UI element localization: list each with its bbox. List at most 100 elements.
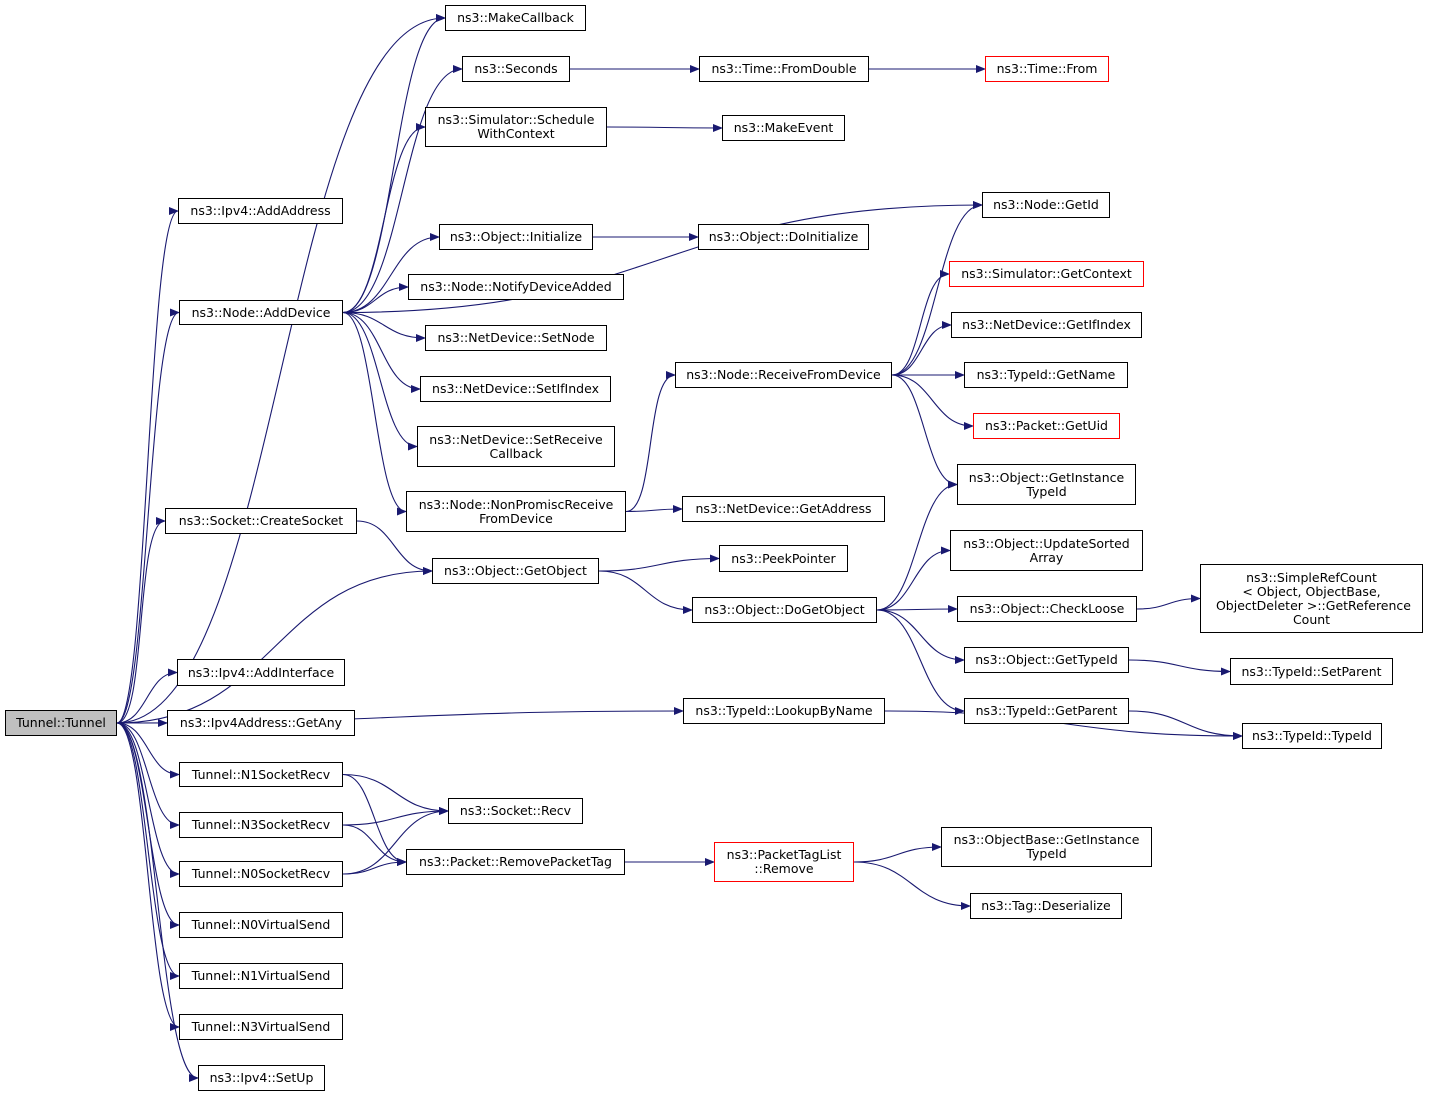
node-node-getid[interactable]: ns3::Node::GetId <box>982 192 1110 218</box>
edge-dogetobject-to-checkloose <box>876 605 958 614</box>
node-objectbase-getinstancetypeid[interactable]: ns3::ObjectBase::GetInstance TypeId <box>941 827 1152 867</box>
edge-adddevice-to-nodegetid <box>342 201 983 314</box>
node-object-initialize[interactable]: ns3::Object::Initialize <box>439 224 593 250</box>
edge-receivefromdevice-to-packetgetuid <box>891 374 974 430</box>
edge-dogetobject-to-updatesortedarray <box>876 546 951 611</box>
edge-root-to-makecallback <box>116 14 446 724</box>
node-time-from[interactable]: ns3::Time::From <box>985 56 1109 82</box>
edge-adddevice-to-seconds <box>342 65 463 314</box>
edge-receivefromdevice-to-getifindex <box>891 321 952 376</box>
node-node-adddevice[interactable]: ns3::Node::AddDevice <box>179 300 343 325</box>
edge-adddevice-to-nonpromisc <box>342 311 407 516</box>
node-object-getobject[interactable]: ns3::Object::GetObject <box>432 558 599 584</box>
edge-getobject-to-dogetobject <box>598 570 693 614</box>
node-packet-removepackettag[interactable]: ns3::Packet::RemovePacketTag <box>406 849 625 875</box>
edge-root-to-addaddress <box>116 207 179 724</box>
edge-receivefromdevice-to-getinstancetypeid <box>891 374 958 489</box>
node-node-receivefromdevice[interactable]: ns3::Node::ReceiveFromDevice <box>675 362 892 388</box>
edge-root-to-setup <box>116 722 199 1082</box>
node-typeid-getparent[interactable]: ns3::TypeId::GetParent <box>964 698 1129 724</box>
node-tunnel-n1socketrecv[interactable]: Tunnel::N1SocketRecv <box>179 762 343 787</box>
edge-checkloose-to-simplerefcount <box>1136 594 1201 610</box>
edge-packettaglistremove-to-tagdeserialize <box>853 861 971 910</box>
edge-layer <box>116 14 1243 1082</box>
node-object-dogetobject[interactable]: ns3::Object::DoGetObject <box>692 597 877 623</box>
edge-nonpromisc-to-receivefromdevice <box>625 371 676 513</box>
node-tunnel-n0socketrecv[interactable]: Tunnel::N0SocketRecv <box>179 861 343 887</box>
node-packettaglist-remove[interactable]: ns3::PacketTagList ::Remove <box>714 842 854 882</box>
node-packet-getuid[interactable]: ns3::Packet::GetUid <box>973 413 1120 439</box>
node-netdevice-getifindex[interactable]: ns3::NetDevice::GetIfIndex <box>951 312 1142 338</box>
edge-n3socketrecv-to-removepackettag <box>342 824 407 866</box>
edge-nonpromisc-to-getaddress <box>625 505 683 514</box>
edge-adddevice-to-setreceivecallback <box>342 311 418 451</box>
edge-receivefromdevice-to-nodegetid <box>891 201 983 376</box>
node-node-notifydeviceadded[interactable]: ns3::Node::NotifyDeviceAdded <box>408 274 624 300</box>
node-tunnel-n1virtualsend[interactable]: Tunnel::N1VirtualSend <box>179 963 343 989</box>
edge-root-to-n0socketrecv <box>116 722 180 878</box>
edge-n3socketrecv-to-socketrecv <box>342 807 449 826</box>
edge-n0socketrecv-to-socketrecv <box>342 807 449 875</box>
node-simplerefcount-getreferencecount[interactable]: ns3::SimpleRefCount < Object, ObjectBase… <box>1200 564 1423 633</box>
edge-dogetobject-to-getinstancetypeid <box>876 480 958 611</box>
node-object-doinitialize[interactable]: ns3::Object::DoInitialize <box>698 224 869 250</box>
node-ipv4-addinterface[interactable]: ns3::Ipv4::AddInterface <box>177 659 345 686</box>
edge-n1socketrecv-to-socketrecv <box>342 773 449 815</box>
edge-n0socketrecv-to-removepackettag <box>342 858 407 875</box>
node-typeid-typeid[interactable]: ns3::TypeId::TypeId <box>1242 723 1382 749</box>
node-simulator-schedulewithcontext[interactable]: ns3::Simulator::Schedule WithContext <box>425 107 607 147</box>
edge-root-to-n3virtualsend <box>116 722 180 1031</box>
node-peekpointer[interactable]: ns3::PeekPointer <box>719 545 848 572</box>
node-time-fromdouble[interactable]: ns3::Time::FromDouble <box>699 56 869 82</box>
edge-adddevice-to-objinitialize <box>342 233 440 314</box>
edge-getparent-to-typeidtypeid <box>1128 710 1243 740</box>
edge-adddevice-to-notifydeviceadded <box>342 283 409 314</box>
node-socket-createsocket[interactable]: ns3::Socket::CreateSocket <box>165 508 357 534</box>
edge-root-to-adddevice <box>116 308 180 724</box>
node-netdevice-setifindex[interactable]: ns3::NetDevice::SetIfIndex <box>420 376 611 402</box>
edge-getobject-to-peekpointer <box>598 554 720 572</box>
edge-packettaglistremove-to-objbasegetinstancetypeid <box>853 843 942 863</box>
node-tunnel-n3virtualsend[interactable]: Tunnel::N3VirtualSend <box>179 1014 343 1040</box>
edge-objgettypeid-to-setparent <box>1128 659 1231 676</box>
node-object-updatesortedarray[interactable]: ns3::Object::UpdateSorted Array <box>950 530 1143 571</box>
edge-receivefromdevice-to-simgetcontext <box>891 270 950 376</box>
edge-n1socketrecv-to-removepackettag <box>342 773 407 866</box>
edge-root-to-n3socketrecv <box>116 722 180 829</box>
node-tag-deserialize[interactable]: ns3::Tag::Deserialize <box>970 893 1122 919</box>
node-object-checkloose[interactable]: ns3::Object::CheckLoose <box>957 596 1137 622</box>
edge-adddevice-to-setnode <box>342 311 426 342</box>
edge-adddevice-to-makecallback <box>342 14 446 314</box>
node-object-gettypeid[interactable]: ns3::Object::GetTypeId <box>964 647 1129 673</box>
edge-root-to-n1socketrecv <box>116 722 180 779</box>
node-netdevice-setreceivecallback[interactable]: ns3::NetDevice::SetReceive Callback <box>417 426 615 467</box>
node-makeevent[interactable]: ns3::MakeEvent <box>722 115 845 141</box>
node-object-getinstancetypeid[interactable]: ns3::Object::GetInstance TypeId <box>957 464 1136 505</box>
node-typeid-setparent[interactable]: ns3::TypeId::SetParent <box>1230 658 1393 685</box>
node-tunnel-tunnel: Tunnel::Tunnel <box>5 710 117 736</box>
edge-dogetobject-to-getparent <box>876 609 965 715</box>
node-seconds[interactable]: ns3::Seconds <box>462 56 570 82</box>
edge-adddevice-to-schedulewithcontext <box>342 123 426 314</box>
node-netdevice-getaddress[interactable]: ns3::NetDevice::GetAddress <box>682 496 885 522</box>
node-typeid-lookupbyname[interactable]: ns3::TypeId::LookupByName <box>683 698 885 724</box>
node-tunnel-n3socketrecv[interactable]: Tunnel::N3SocketRecv <box>179 812 343 838</box>
edge-createsocket-to-getobject <box>356 520 433 575</box>
node-simulator-getcontext[interactable]: ns3::Simulator::GetContext <box>949 261 1144 287</box>
node-typeid-getname[interactable]: ns3::TypeId::GetName <box>964 362 1128 388</box>
edge-schedulewithcontext-to-makeevent <box>606 123 723 132</box>
edge-root-to-createsocket <box>116 517 166 724</box>
edge-dogetobject-to-objgettypeid <box>876 609 965 664</box>
edge-adddevice-to-setifindex <box>342 311 421 393</box>
node-tunnel-n0virtualsend[interactable]: Tunnel::N0VirtualSend <box>179 912 343 938</box>
node-netdevice-setnode[interactable]: ns3::NetDevice::SetNode <box>425 325 607 351</box>
node-socket-recv[interactable]: ns3::Socket::Recv <box>448 798 583 824</box>
node-node-nonpromiscreceivefromdevice[interactable]: ns3::Node::NonPromiscReceive FromDevice <box>406 491 626 532</box>
node-ipv4-setup[interactable]: ns3::Ipv4::SetUp <box>198 1065 325 1091</box>
node-ipv4-addaddress[interactable]: ns3::Ipv4::AddAddress <box>178 198 343 224</box>
node-ipv4address-getany[interactable]: ns3::Ipv4Address::GetAny <box>167 710 355 736</box>
edge-root-to-n1virtualsend <box>116 722 180 980</box>
node-makecallback[interactable]: ns3::MakeCallback <box>445 5 586 31</box>
edge-root-to-addinterface <box>116 668 178 724</box>
